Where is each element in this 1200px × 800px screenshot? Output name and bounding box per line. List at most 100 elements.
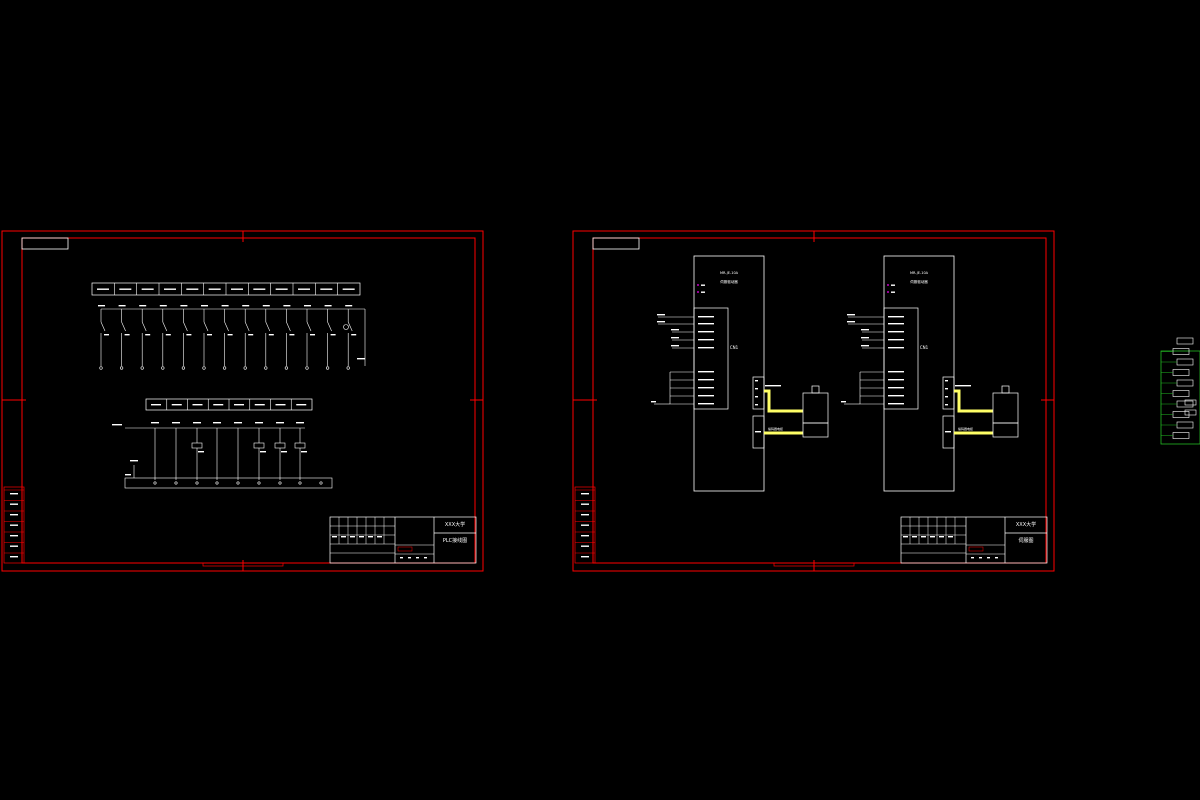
sheet-servo[interactable]: MR-JE-10A 伺服驱动器 CN1 编码器电缆 MR-JE-10A 伺服驱动… <box>572 230 1055 572</box>
switch-blade <box>244 321 250 332</box>
output-circuit <box>112 422 333 489</box>
palette-button[interactable] <box>1176 358 1194 366</box>
palette-button[interactable] <box>1172 390 1190 397</box>
io-pin-label <box>888 347 904 349</box>
palette-button[interactable] <box>1184 409 1197 416</box>
sheet-plc-wiring[interactable]: XXX大学 PLC接线图 <box>1 230 484 572</box>
relay-coil <box>253 442 265 449</box>
sidebar-frame <box>3 486 25 564</box>
power-cable <box>954 389 993 413</box>
titleblock-mark <box>903 536 908 538</box>
input-terminal <box>119 366 124 370</box>
palette-frame <box>1160 350 1200 445</box>
servo-drive-2: MR-JE-10A 伺服驱动器 CN1 编码器电缆 <box>910 271 973 431</box>
drive2-tag: CN1 <box>920 345 929 350</box>
terminal-pin-label <box>945 388 948 390</box>
terminal-pin-label <box>945 396 948 398</box>
switch-blade <box>327 321 332 332</box>
sheet2-drawing-number-box <box>592 237 640 250</box>
header-cell-label <box>298 288 310 290</box>
input-terminal <box>181 366 185 370</box>
output-header-row <box>145 398 313 411</box>
switch-label <box>186 334 192 336</box>
terminal-pin-label <box>755 380 758 382</box>
titleblock-mark <box>948 536 953 538</box>
input-terminal <box>305 366 309 370</box>
pin-label <box>701 291 705 293</box>
palette-button[interactable] <box>1184 399 1197 406</box>
palette-button[interactable] <box>1172 411 1190 418</box>
sidebar-mark <box>581 524 589 526</box>
drive1-encoder-label: 编码器电缆 <box>768 426 783 431</box>
sidebar-mark <box>10 556 18 558</box>
output-tag <box>234 422 242 424</box>
titleblock-mark <box>400 557 403 559</box>
io-pin-label <box>888 323 904 325</box>
palette-button[interactable] <box>1176 379 1194 387</box>
input-tag <box>345 305 353 307</box>
io-signal-label <box>651 401 656 403</box>
output-tag <box>255 422 263 424</box>
header-cell-label <box>231 288 243 290</box>
switch-blade <box>286 321 291 332</box>
drive2-model: MR-JE-10A <box>910 271 929 275</box>
drive2-name: 伺服驱动器 <box>910 279 928 284</box>
motor-encoder <box>802 422 829 438</box>
switch-blade <box>265 321 271 332</box>
io-signal-label <box>671 345 679 347</box>
palette-button[interactable] <box>1176 337 1194 345</box>
sidebar-mark <box>581 545 589 547</box>
input-tag <box>118 305 126 307</box>
sheet1-drawing-number-box <box>21 237 69 250</box>
sidebar-mark <box>10 503 18 505</box>
input-terminal <box>346 366 350 370</box>
titleblock-frame <box>900 516 1048 564</box>
titleblock-mark <box>424 557 427 559</box>
input-header-row <box>91 282 361 296</box>
encoder-port-label <box>945 431 951 433</box>
sidebar-mark <box>10 535 18 537</box>
switch-label <box>124 334 130 336</box>
output-tag <box>193 422 201 424</box>
power-pin <box>887 284 889 286</box>
input-tag <box>283 305 291 307</box>
io-signal-label <box>841 401 846 403</box>
input-switches <box>98 305 366 370</box>
relay-coil <box>274 442 286 449</box>
header-cell-label <box>192 404 203 406</box>
palette-button[interactable] <box>1176 421 1194 429</box>
sheet1-outer-frame <box>1 230 484 572</box>
io-pin-label <box>698 395 714 397</box>
output-terminal <box>174 481 178 485</box>
palette-button[interactable] <box>1172 432 1190 439</box>
switch-label <box>165 334 171 336</box>
io-pin-label <box>698 379 714 381</box>
drive1-name: 伺服驱动器 <box>720 279 738 284</box>
drive-body <box>693 255 765 492</box>
sheet2-centre-marks <box>573 231 1054 571</box>
io-pin-label <box>698 323 714 325</box>
power-pin <box>697 284 699 286</box>
servo-drive-graphics <box>651 255 1019 492</box>
switch-label <box>248 334 254 336</box>
sidebar-mark <box>10 524 18 526</box>
input-terminal <box>243 366 247 370</box>
io-signal-label <box>847 321 855 323</box>
input-terminal <box>284 366 289 370</box>
palette-button[interactable] <box>1172 369 1190 376</box>
output-terminal <box>215 481 219 485</box>
relay-coil <box>191 442 203 449</box>
motor-terminal <box>752 376 765 410</box>
input-terminal <box>264 366 268 370</box>
output-terminal <box>319 481 323 485</box>
titleblock-mark <box>368 536 373 538</box>
sidebar-mark <box>581 503 589 505</box>
switch-label <box>227 334 233 336</box>
io-pin-label <box>698 316 714 318</box>
sheet1-centre-marks <box>2 231 483 571</box>
switch-blade <box>162 321 168 332</box>
palette-button[interactable] <box>1172 348 1190 355</box>
sheet2-revision-sidebar <box>574 486 596 564</box>
tool-palette[interactable] <box>1160 337 1200 445</box>
